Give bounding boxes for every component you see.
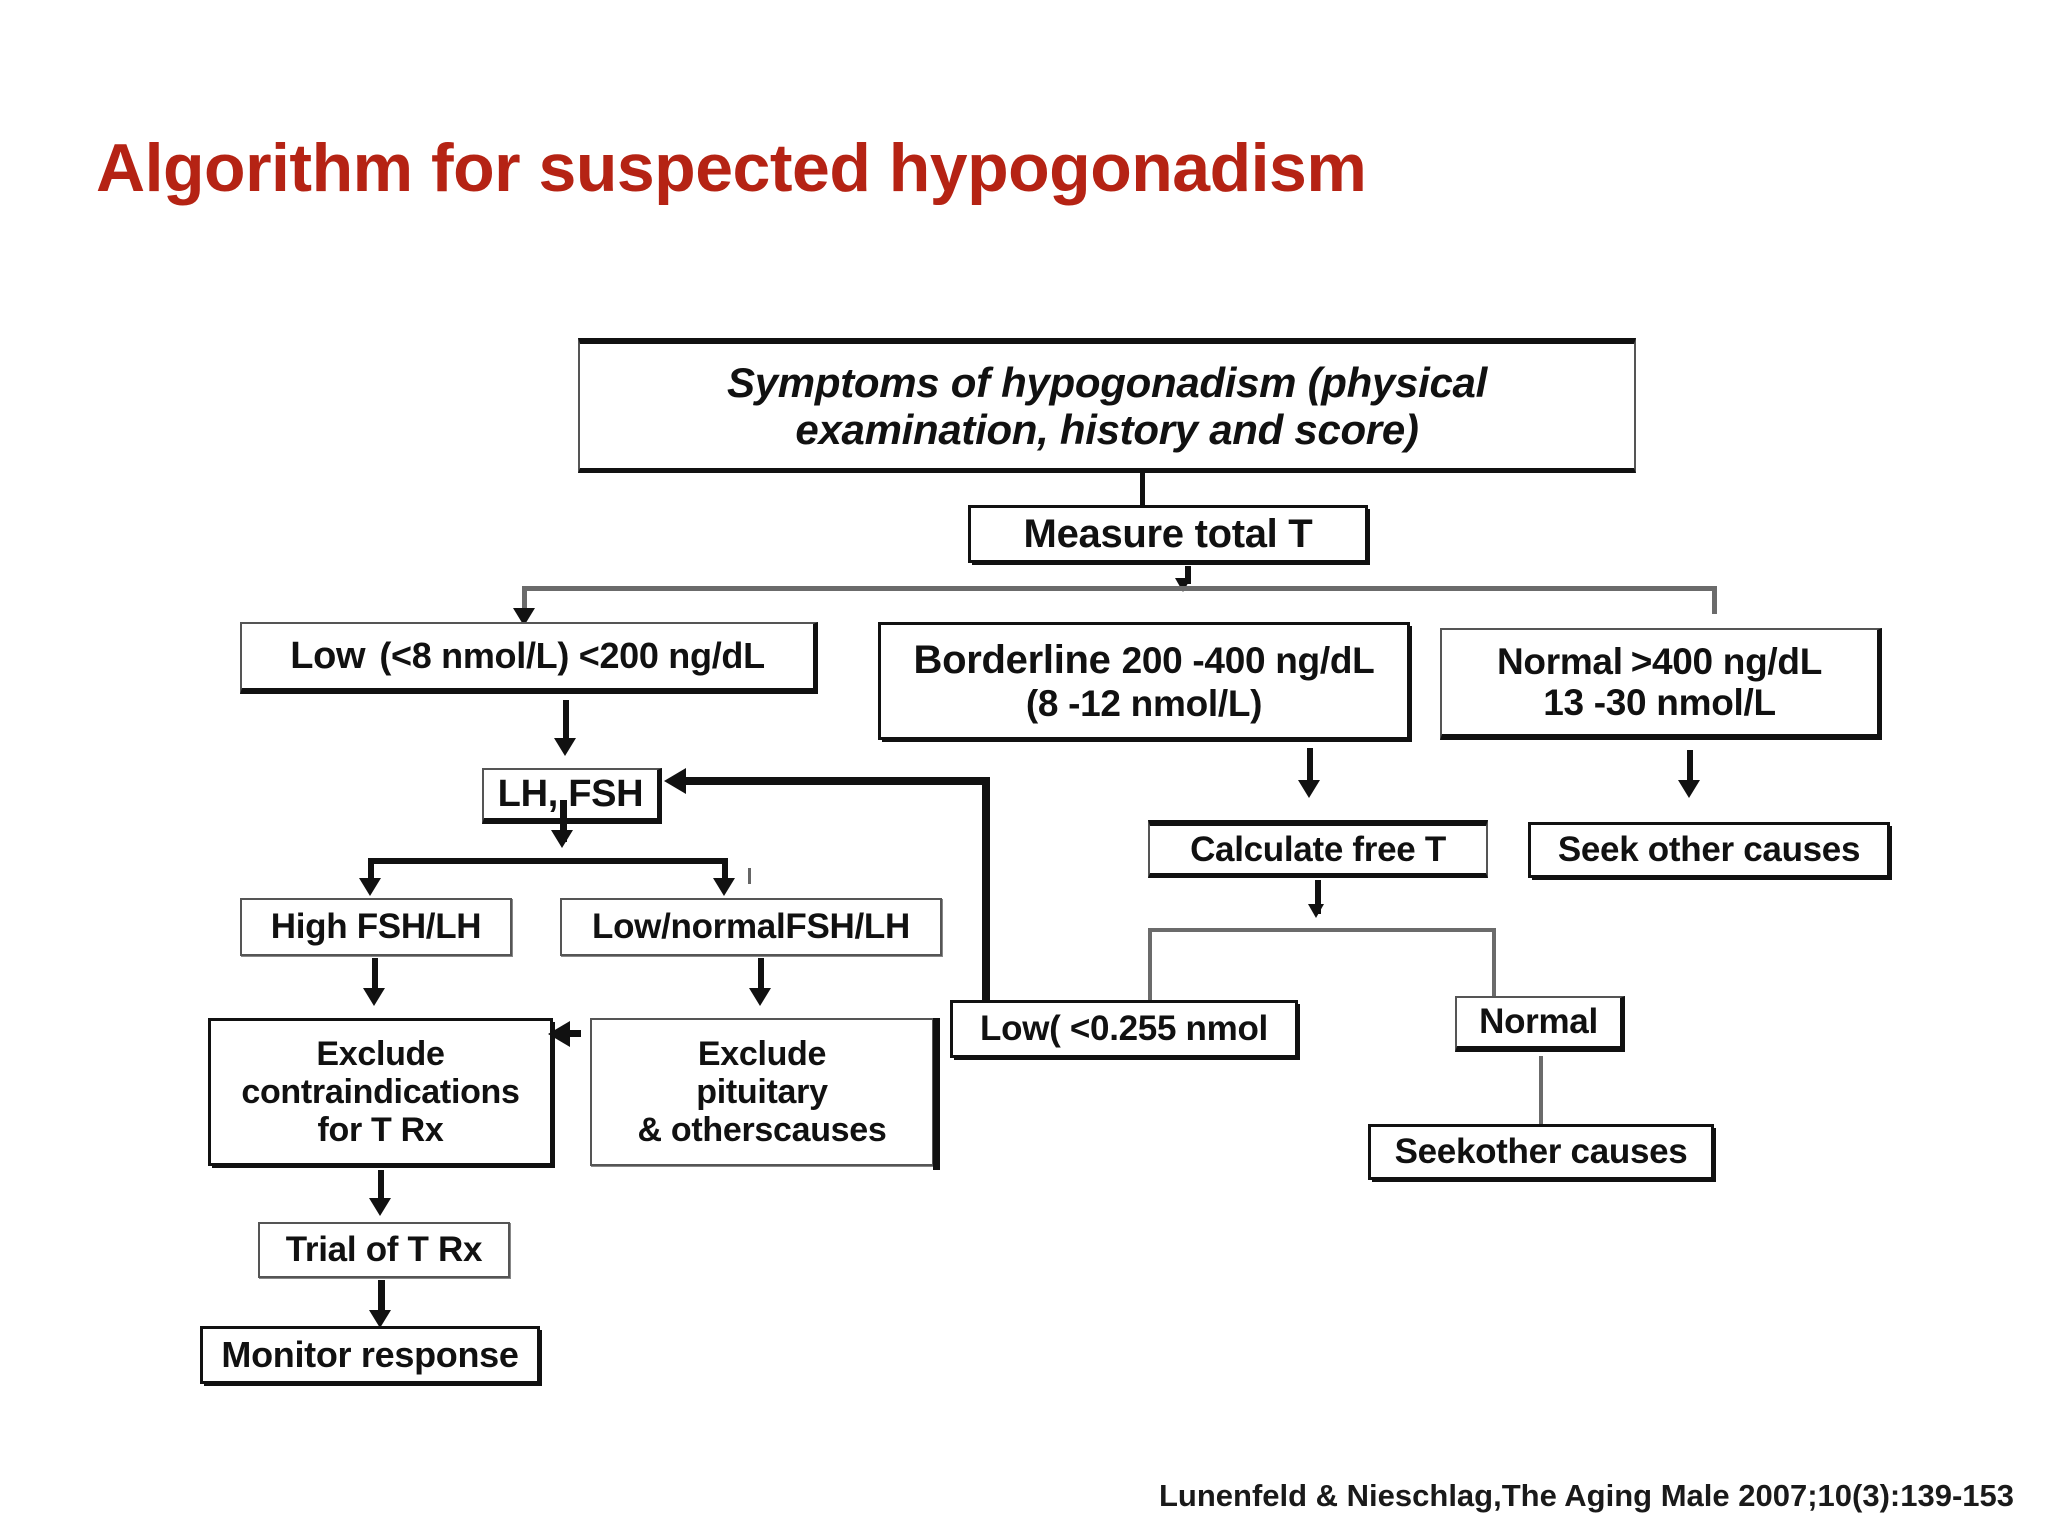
node-low-free-t: Low( <0.255 nmol xyxy=(950,1000,1298,1058)
node-normal-rest: >400 ng/dL xyxy=(1630,640,1823,682)
arrow-split-to-low-normal-fsh xyxy=(713,878,735,896)
connector-bar-to-low xyxy=(522,586,527,614)
connector-symptoms-to-measure xyxy=(1140,473,1145,505)
connector-distribution-bar xyxy=(522,586,1716,591)
connector-normal-free-t-to-seek-other xyxy=(1539,1056,1543,1124)
arrow-lhfsh-split xyxy=(551,830,573,848)
node-seek-other-causes-right: Seek other causes xyxy=(1528,822,1890,878)
node-monitor-response: Monitor response xyxy=(200,1326,540,1384)
node-seek-other-causes-bottom-label: Seekother causes xyxy=(1394,1132,1688,1172)
arrow-normal-to-seek-other xyxy=(1678,780,1700,798)
connector-normal-to-seek-other xyxy=(1687,750,1693,790)
node-monitor-response-label: Monitor response xyxy=(221,1333,519,1375)
node-exclude-contra-line1: Exclude xyxy=(316,1034,445,1073)
arrow-low-free-t-to-lh-fsh xyxy=(664,768,686,794)
node-low-total-t: Low (<8 nmol/L) <200 ng/dL xyxy=(240,622,818,694)
connector-calc-split-left xyxy=(1148,928,1152,1016)
arrow-split-to-high-fsh xyxy=(359,878,381,896)
node-high-fsh-lh: High FSH/LH xyxy=(240,898,512,956)
arrow-into-exclude-contra xyxy=(548,1021,570,1047)
node-low-total-t-rest: (<8 nmol/L) <200 ng/dL xyxy=(379,634,765,676)
connector-borderline-to-calc-free-t xyxy=(1307,748,1313,790)
node-borderline-line2: (8 -12 nmol/L) xyxy=(1025,682,1263,724)
arrow-low-normal-to-exclude-pit xyxy=(749,988,771,1006)
node-normal-lead: Normal xyxy=(1497,640,1623,682)
connector-calc-split-bar xyxy=(1148,928,1496,932)
arrow-calc-free-t-split xyxy=(1308,904,1324,918)
node-trial-of-t-rx-label: Trial of T Rx xyxy=(285,1230,483,1270)
node-exclude-pit-line2: pituitary xyxy=(696,1072,828,1111)
node-trial-of-t-rx: Trial of T Rx xyxy=(258,1222,510,1278)
arrow-high-fsh-to-exclude-contra xyxy=(363,988,385,1006)
node-exclude-pituitary: Exclude pituitary & otherscauses xyxy=(590,1018,934,1166)
node-low-free-t-label: Low( <0.255 nmol xyxy=(980,1009,1268,1049)
node-exclude-contra-line3: for T Rx xyxy=(317,1111,444,1150)
node-borderline-rest: 200 -400 ng/dL xyxy=(1121,639,1375,681)
node-borderline-total-t: Borderline 200 -400 ng/dL (8 -12 nmol/L) xyxy=(878,622,1410,740)
connector-measure-stem xyxy=(1185,566,1191,584)
connector-low-normal-to-exclude-pit xyxy=(758,958,764,996)
node-symptoms-line2: examination, history and score) xyxy=(795,406,1419,453)
node-exclude-contra-line2: contraindications xyxy=(241,1072,520,1111)
connector-pituitary-right-edge-down xyxy=(933,1018,940,1170)
arrow-borderline-to-calc-free-t xyxy=(1298,780,1320,798)
connector-low-free-t-elbow-vertical xyxy=(982,782,990,1000)
node-exclude-contraindications: Exclude contraindications for T Rx xyxy=(208,1018,553,1166)
connector-lhfsh-split-bar xyxy=(368,858,728,864)
connector-low-free-t-elbow-horizontal xyxy=(684,777,990,785)
node-normal-free-t-label: Normal xyxy=(1479,1002,1598,1042)
connector-trial-to-monitor xyxy=(378,1280,385,1318)
arrow-low-to-lhfsh xyxy=(554,738,576,756)
connector-calc-split-right xyxy=(1492,928,1496,996)
connector-calc-free-t-stem xyxy=(1315,880,1321,914)
connector-high-fsh-to-exclude-contra xyxy=(372,958,378,996)
node-symptoms-of-hypogonadism: Symptoms of hypogonadism (physical exami… xyxy=(578,338,1636,473)
node-calculate-free-t: Calculate free T xyxy=(1148,820,1488,878)
node-measure-total-t: Measure total T xyxy=(968,505,1368,563)
node-high-fsh-lh-label: High FSH/LH xyxy=(270,907,482,947)
connector-low-to-lhfsh xyxy=(563,700,569,746)
node-normal-free-t: Normal xyxy=(1455,996,1625,1052)
node-low-normal-fsh-lh-label: Low/normalFSH/LH xyxy=(592,907,910,947)
node-lh-fsh-label: LH, FSH xyxy=(497,772,644,815)
artifact-tick xyxy=(748,868,751,884)
arrow-exclude-contra-to-trial xyxy=(369,1198,391,1216)
node-seek-other-causes-right-label: Seek other causes xyxy=(1557,830,1861,870)
node-normal-total-t: Normal >400 ng/dL 13 -30 nmol/L xyxy=(1440,628,1882,740)
connector-split-right xyxy=(722,858,728,886)
node-measure-total-t-label: Measure total T xyxy=(1023,511,1313,556)
page-title: Algorithm for suspected hypogonadism xyxy=(96,130,1367,206)
citation-text: Lunenfeld & Nieschlag,The Aging Male 200… xyxy=(1158,1478,2014,1513)
connector-split-left xyxy=(368,858,374,886)
node-normal-line2: 13 -30 nmol/L xyxy=(1543,682,1776,723)
node-exclude-pit-line3: & otherscauses xyxy=(637,1111,887,1150)
node-lh-fsh: LH, FSH xyxy=(482,768,662,824)
node-seek-other-causes-bottom: Seekother causes xyxy=(1368,1124,1714,1180)
node-calculate-free-t-label: Calculate free T xyxy=(1190,829,1446,869)
connector-lhfsh-stem xyxy=(560,800,567,842)
connector-bar-to-normal xyxy=(1712,586,1717,614)
node-symptoms-line1: Symptoms of hypogonadism (physical xyxy=(727,358,1487,406)
node-low-normal-fsh-lh: Low/normalFSH/LH xyxy=(560,898,942,956)
arrow-trial-to-monitor xyxy=(369,1310,391,1328)
arrow-bar-to-low xyxy=(513,608,535,626)
node-low-total-t-lead: Low xyxy=(290,634,366,677)
node-borderline-lead: Borderline xyxy=(913,637,1111,682)
connector-exclude-contra-to-trial xyxy=(378,1170,384,1206)
node-exclude-pit-line1: Exclude xyxy=(697,1034,827,1073)
